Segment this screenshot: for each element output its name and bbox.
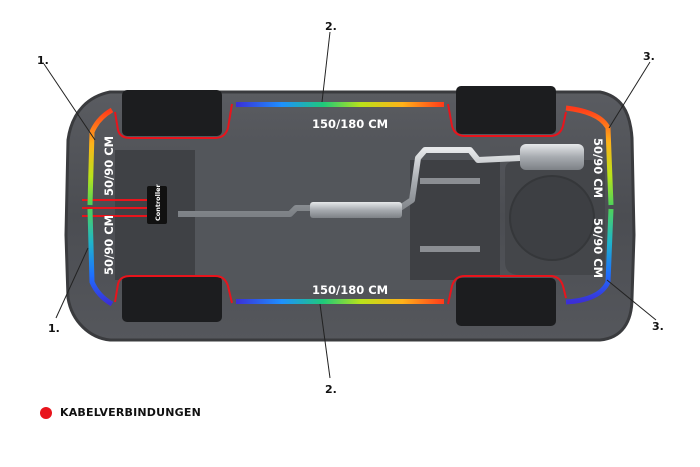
legend-label: KABELVERBINDUNGEN bbox=[60, 406, 202, 419]
strip-front-lower bbox=[87, 208, 114, 307]
label-rear-upper: 50/90 CM bbox=[591, 138, 605, 198]
strip-rear-lower bbox=[565, 208, 614, 305]
spare-wheel-well bbox=[509, 175, 595, 261]
strip-rear-upper bbox=[565, 105, 614, 206]
led-strips bbox=[87, 102, 614, 307]
wheel-rear-right bbox=[456, 278, 556, 326]
callout-front-top: 1. bbox=[37, 54, 49, 67]
wheel-front-right bbox=[122, 276, 222, 322]
label-side-bottom: 150/180 CM bbox=[312, 283, 388, 297]
cable-connections bbox=[82, 103, 567, 305]
label-front-lower: 50/90 CM bbox=[102, 215, 116, 275]
callout-front-bottom: 1. bbox=[48, 322, 60, 335]
label-side-top: 150/180 CM bbox=[312, 117, 388, 131]
cable-connection-dot-icon bbox=[40, 406, 52, 419]
legend: KABELVERBINDUNGEN bbox=[40, 406, 201, 419]
wheel-front-left bbox=[122, 90, 222, 136]
crossbar-lower bbox=[420, 246, 480, 252]
wheel-rear-left bbox=[456, 86, 556, 134]
body-outline-shadow bbox=[64, 90, 636, 342]
label-front-upper: 50/90 CM bbox=[102, 136, 116, 196]
strip-side-top bbox=[236, 102, 444, 107]
label-rear-lower: 50/90 CM bbox=[591, 218, 605, 278]
callout-rear-bottom: 3. bbox=[652, 320, 664, 333]
controller-label: Controller bbox=[154, 183, 162, 221]
strip-front-upper bbox=[87, 107, 114, 206]
center-muffler bbox=[310, 202, 402, 218]
callout-side-bottom: 2. bbox=[325, 383, 337, 396]
exhaust-system bbox=[178, 144, 628, 218]
crossbar-upper bbox=[420, 178, 480, 184]
callout-rear-top: 3. bbox=[643, 50, 655, 63]
controller-box bbox=[147, 186, 167, 224]
strip-side-bottom bbox=[236, 299, 444, 304]
callout-side-top: 2. bbox=[325, 20, 337, 33]
callout-leaders bbox=[43, 31, 657, 379]
rear-muffler bbox=[520, 144, 584, 170]
